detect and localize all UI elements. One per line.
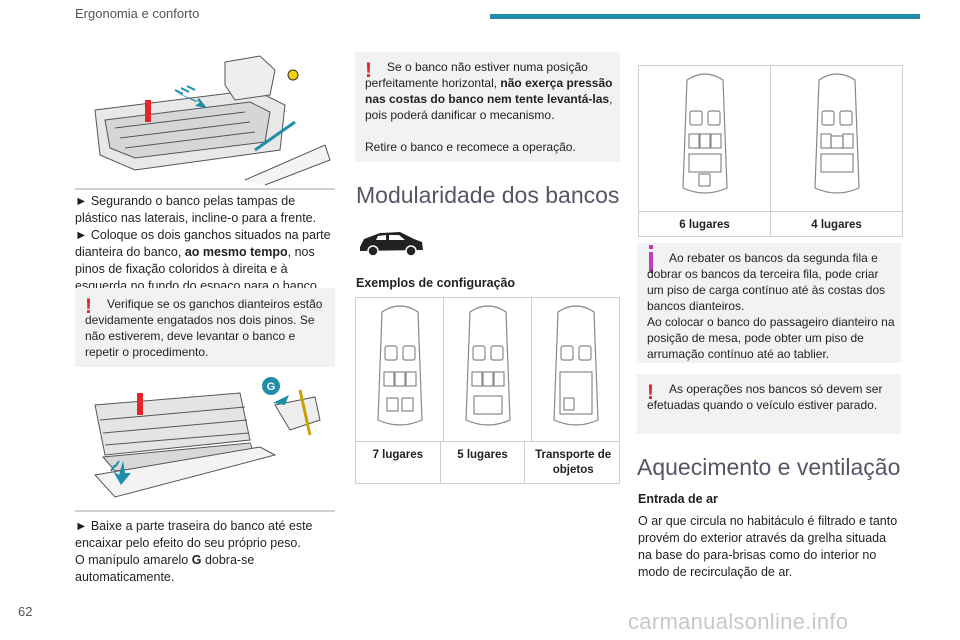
config-label-5: 5 lugares [441,442,526,483]
arrow-down-icon [113,461,131,485]
warning-box-stopped-vehicle: ! As operações nos bancos só devem ser e… [637,374,901,434]
warning-icon: ! [85,295,92,318]
heading-heating-ventilation: Aquecimento e ventilação [637,454,901,480]
config-label-cargo: Transporte de objetos [535,449,612,476]
page-number: 62 [18,604,33,619]
warning-box-hooks: ! Verifique se os ganchos dianteiros est… [75,288,335,367]
seat-fold-illustration-1 [75,50,335,190]
warning-box-seat-position: ! Se o banco não estiver numa posição pe… [355,52,620,162]
config-label-6: 6 lugares [639,212,771,236]
heading-seat-modularity: Modularidade dos bancos [356,182,620,208]
seat-fold-illustration-2: G [75,375,335,512]
header-accent-bar [490,14,920,19]
info-text-1: Ao rebater os bancos da segunda fila e d… [647,251,886,313]
arrow-icon [175,92,207,108]
instruction-yellow-handle: O manípulo amarelo G dobra-se automatica… [75,553,255,584]
warning-icon: ! [647,381,654,404]
instruction-tilt-seat: ► Segurando o banco pelas tampas de plás… [75,194,317,225]
info-icon [649,245,653,273]
warning-icon: ! [365,59,372,82]
warning-text-retry: Retire o banco e recomece a operação. [365,140,576,154]
config-label-7: 7 lugares [356,442,441,483]
label-g-text: G [267,381,276,393]
subheading-air-intake: Entrada de ar [638,492,718,506]
config-7-seats-diagram [356,298,444,441]
red-marker-icon [145,100,151,122]
red-marker-icon [137,393,143,415]
warning-text: As operações nos bancos só devem ser efe… [647,382,883,412]
info-text-2: Ao colocar o banco do passageiro diantei… [647,315,895,361]
config-4-seats-diagram [771,66,902,211]
air-intake-body: O ar que circula no habitáculo é filtrad… [638,514,898,579]
config-cargo-diagram [532,298,619,441]
config-label-4: 4 lugares [811,219,862,231]
info-box-load-floor: Ao rebater os bancos da segunda fila e d… [637,243,901,363]
warning-text: Verifique se os ganchos dianteiros estão… [85,297,323,359]
config-6-seats-diagram [639,66,771,211]
subheading-config-examples: Exemplos de configuração [356,276,516,290]
warning-text: Se o banco não estiver numa posição perf… [365,60,613,122]
config-table-1: 7 lugares 5 lugares Transporte de objeto… [355,297,620,484]
label-g-badge [262,377,280,395]
instruction-hooks: ► Coloque os dois ganchos situados na pa… [75,228,331,293]
config-table-2: 6 lugares 4 lugares [638,65,903,237]
config-5-seats-diagram [444,298,532,441]
section-title: Ergonomia e conforto [75,6,200,21]
instruction-lower-seat: ► Baixe a parte traseira do banco até es… [75,519,313,550]
car-suv-icon [356,225,426,260]
footer-watermark: carmanualsonline.info [628,609,849,634]
